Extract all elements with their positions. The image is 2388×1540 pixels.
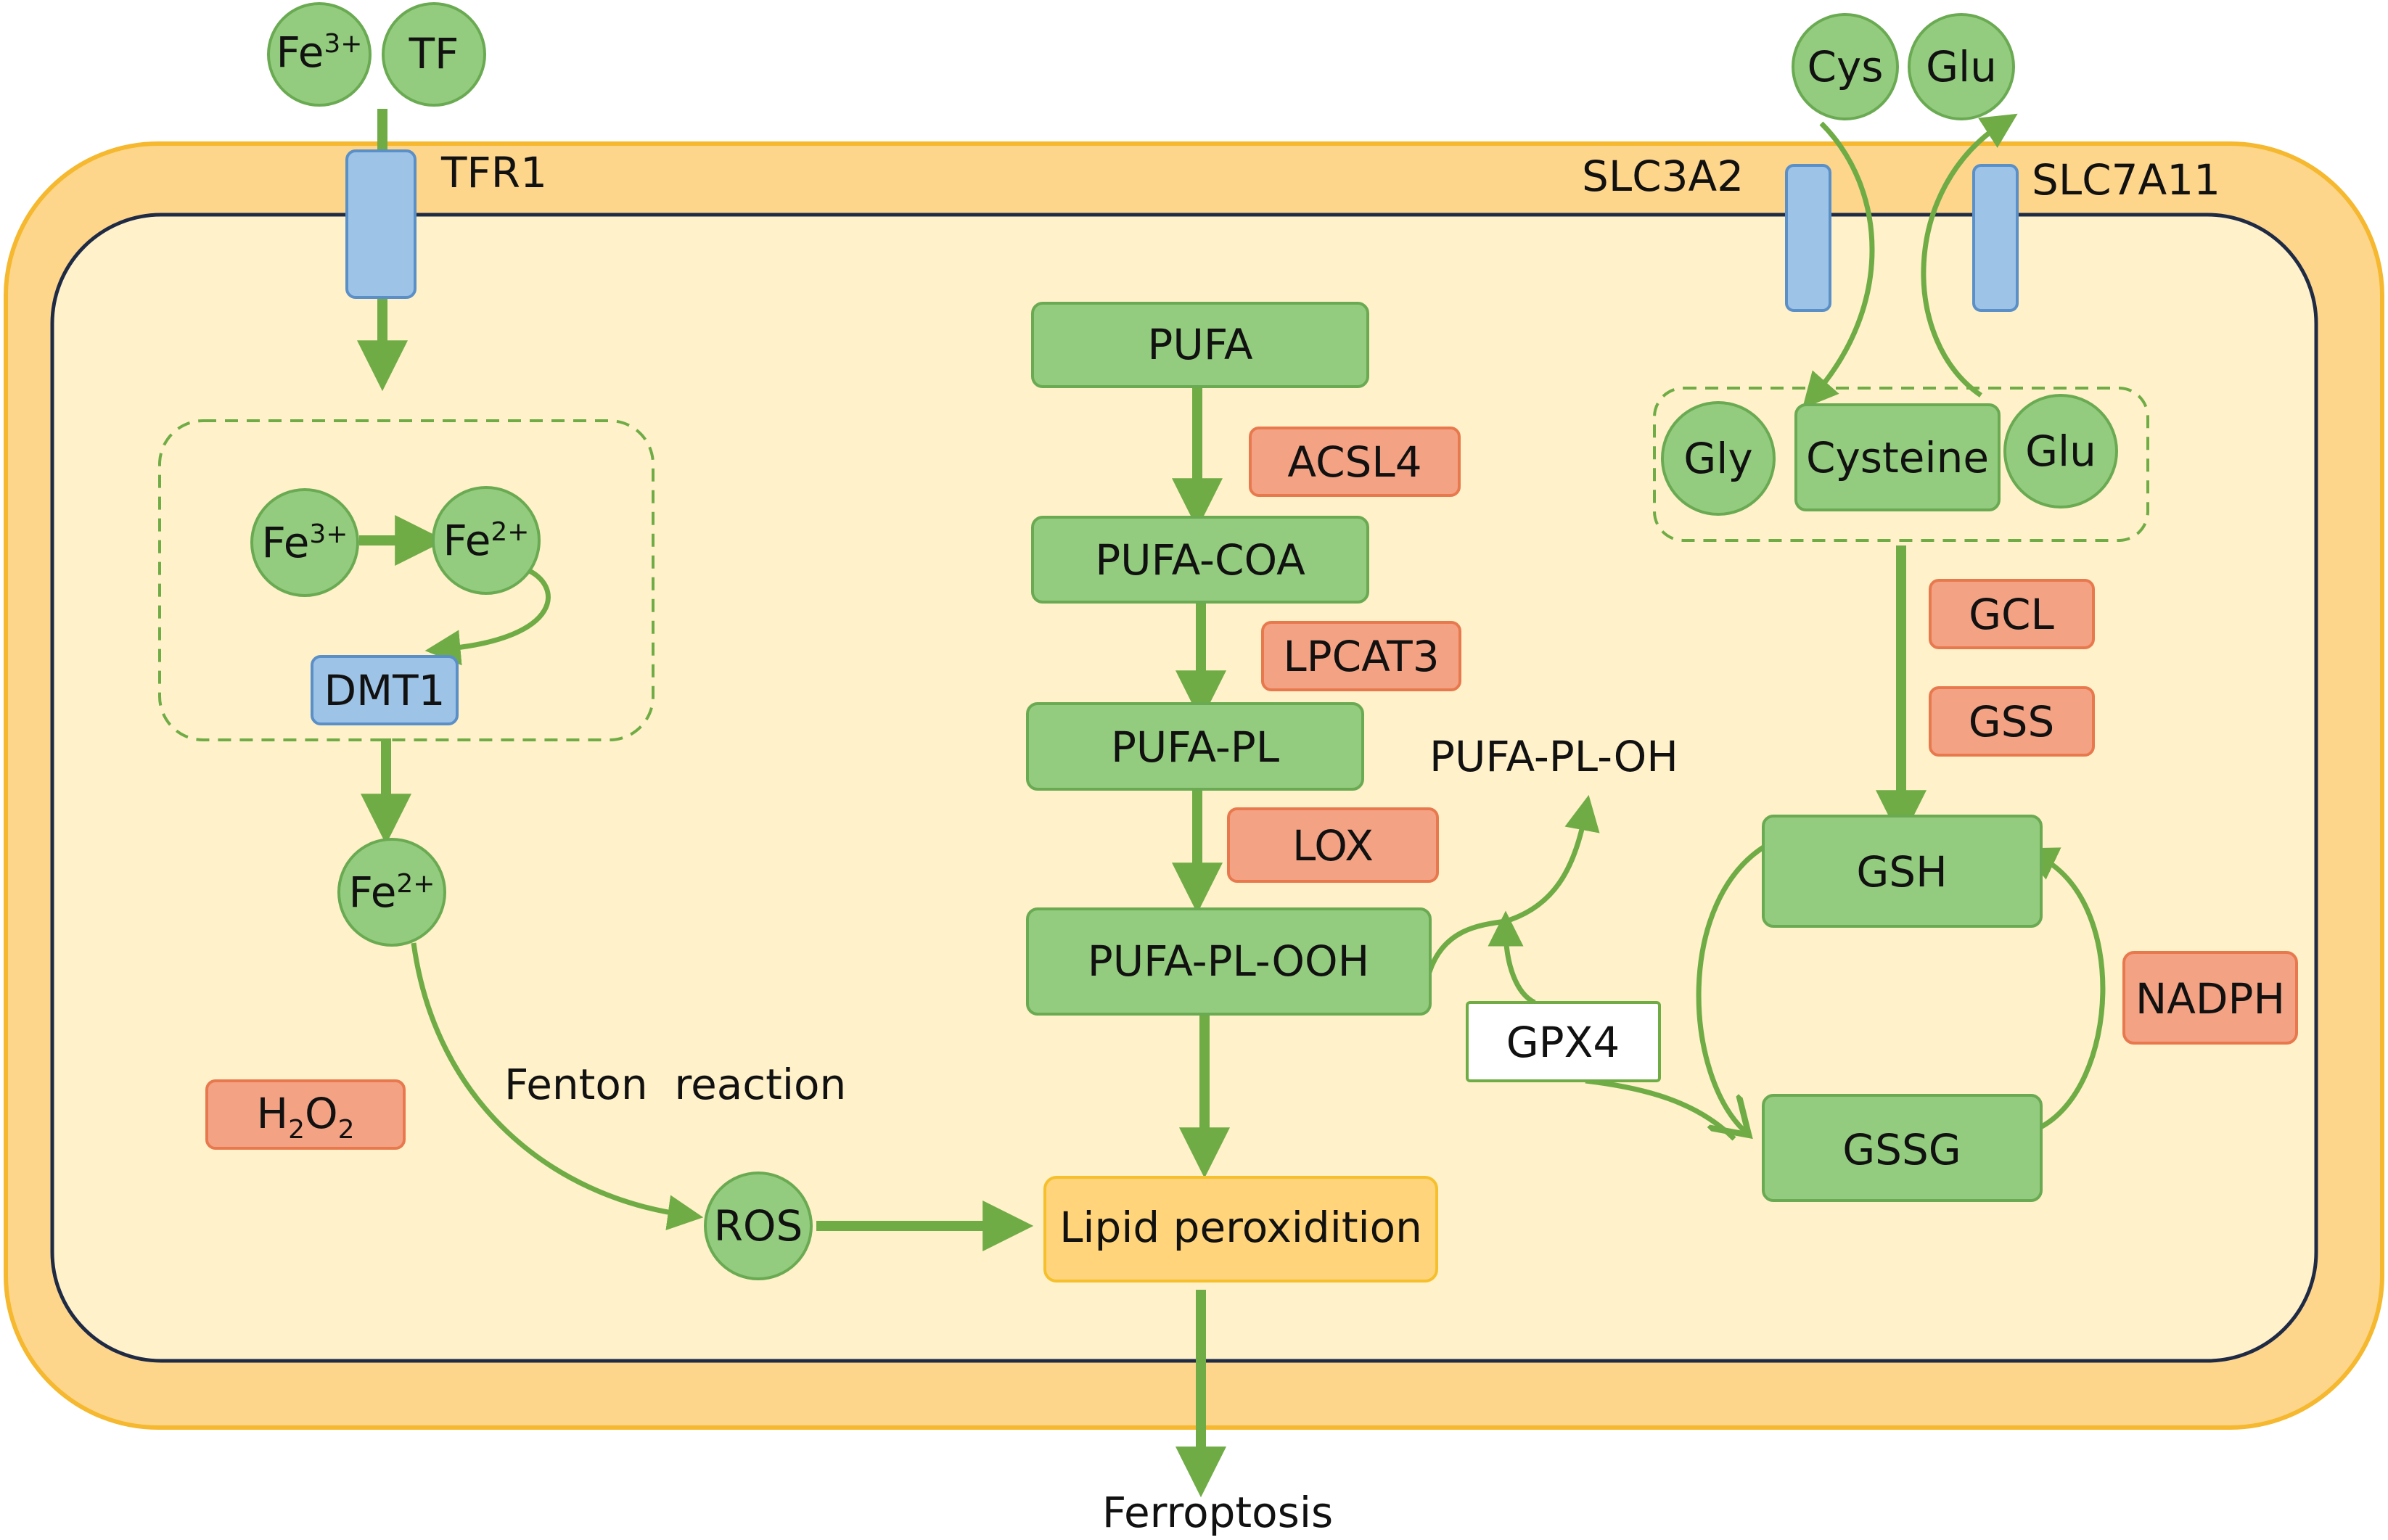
arrow-cys-into-cell <box>1802 121 1875 409</box>
arrow-gpx4-catalysis <box>1488 910 1536 1005</box>
gss-box <box>1929 686 2095 757</box>
fe3-endosome-node <box>250 488 359 597</box>
cysteine-box <box>1794 403 2001 511</box>
pufa-coa-label: PUFA-COA <box>1095 535 1305 585</box>
pufa-pl-ooh-label: PUFA-PL-OOH <box>1088 936 1370 986</box>
slc7a11-transporter <box>1972 164 2019 312</box>
cys-node <box>1792 13 1899 120</box>
fe3-endosome-label: Fe3+ <box>262 518 348 567</box>
pufa-pl-label: PUFA-PL <box>1111 722 1279 772</box>
dmt1-label: DMT1 <box>324 666 445 715</box>
tf-node <box>382 2 486 107</box>
cysteine-label: Cysteine <box>1806 433 1989 482</box>
gcl-label: GCL <box>1969 590 2054 639</box>
gsh-label: GSH <box>1856 847 1947 897</box>
pufa-coa-box <box>1031 516 1369 604</box>
lox-label: LOX <box>1292 821 1374 870</box>
gly-node <box>1661 401 1776 516</box>
pufa-pl-box <box>1026 702 1364 791</box>
nadph-box <box>2122 951 2298 1045</box>
fenton-reaction-label: Fenton reaction <box>504 1060 846 1109</box>
arrow-gssg-to-gsh <box>2021 847 2106 1131</box>
lox-box <box>1227 807 1439 883</box>
h2o2-label: H2O2 <box>256 1089 354 1145</box>
fe2-cytosol-label: Fe2+ <box>349 868 435 917</box>
gss-label: GSS <box>1969 697 2055 746</box>
dmt1-box <box>311 655 459 725</box>
gpx4-box <box>1466 1001 1661 1082</box>
pufa-label: PUFA <box>1147 320 1252 369</box>
lpcat3-label: LPCAT3 <box>1283 632 1439 681</box>
cys-label: Cys <box>1807 42 1883 91</box>
ros-node <box>704 1172 813 1280</box>
glu-intracellular-node <box>2003 394 2118 508</box>
pufa-pl-ooh-box <box>1026 907 1432 1016</box>
glu-extracellular-label: Glu <box>1926 42 1997 91</box>
gpx4-label: GPX4 <box>1506 1018 1620 1067</box>
glu-extracellular-node <box>1908 13 2015 120</box>
arrow-gpx4-to-gssg <box>1585 1078 1736 1141</box>
slc3a2-label: SLC3A2 <box>1582 152 1744 201</box>
arrow-fenton <box>411 942 704 1230</box>
nadph-label: NADPH <box>2135 974 2285 1024</box>
acsl4-label: ACSL4 <box>1287 437 1421 487</box>
lpcat3-box <box>1261 621 1461 691</box>
gsh-box <box>1762 815 2043 928</box>
tf-label: TF <box>409 29 459 78</box>
gcl-box <box>1929 579 2095 649</box>
pufa-box <box>1031 302 1369 388</box>
h2o2-box <box>205 1079 406 1150</box>
arrow-glu-out-of-cell <box>1921 113 2018 398</box>
gssg-label: GSSG <box>1842 1125 1961 1174</box>
endosome-compartment <box>158 419 655 741</box>
ros-label: ROS <box>714 1201 803 1251</box>
slc3a2-transporter <box>1785 164 1831 312</box>
gly-label: Gly <box>1683 434 1752 483</box>
fe3-extracellular-node <box>267 2 372 107</box>
glu-intracellular-label: Glu <box>2025 427 2096 476</box>
tfr1-transporter <box>345 149 417 299</box>
tfr1-label: TFR1 <box>440 148 547 197</box>
pufa-pl-oh-label: PUFA-PL-OH <box>1429 732 1678 781</box>
lipid-peroxidation-label: Lipid peroxidition <box>1059 1203 1422 1252</box>
gssg-box <box>1762 1094 2043 1202</box>
fe2-cytosol-node <box>337 838 446 947</box>
amino-acid-compartment <box>1653 387 2149 542</box>
lipid-peroxidation-box <box>1043 1176 1438 1282</box>
fe3-extracellular-label: Fe3+ <box>276 28 363 77</box>
acsl4-box <box>1249 427 1461 497</box>
ferroptosis-label: Ferroptosis <box>1102 1488 1333 1536</box>
fe2-endosome-node <box>432 486 541 595</box>
arrow-fe2-to-dmt1 <box>424 567 551 666</box>
slc7a11-label: SLC7A11 <box>2032 155 2220 205</box>
fe2-endosome-label: Fe2+ <box>443 516 530 565</box>
arrow-gsh-to-gssg <box>1696 843 1768 1132</box>
